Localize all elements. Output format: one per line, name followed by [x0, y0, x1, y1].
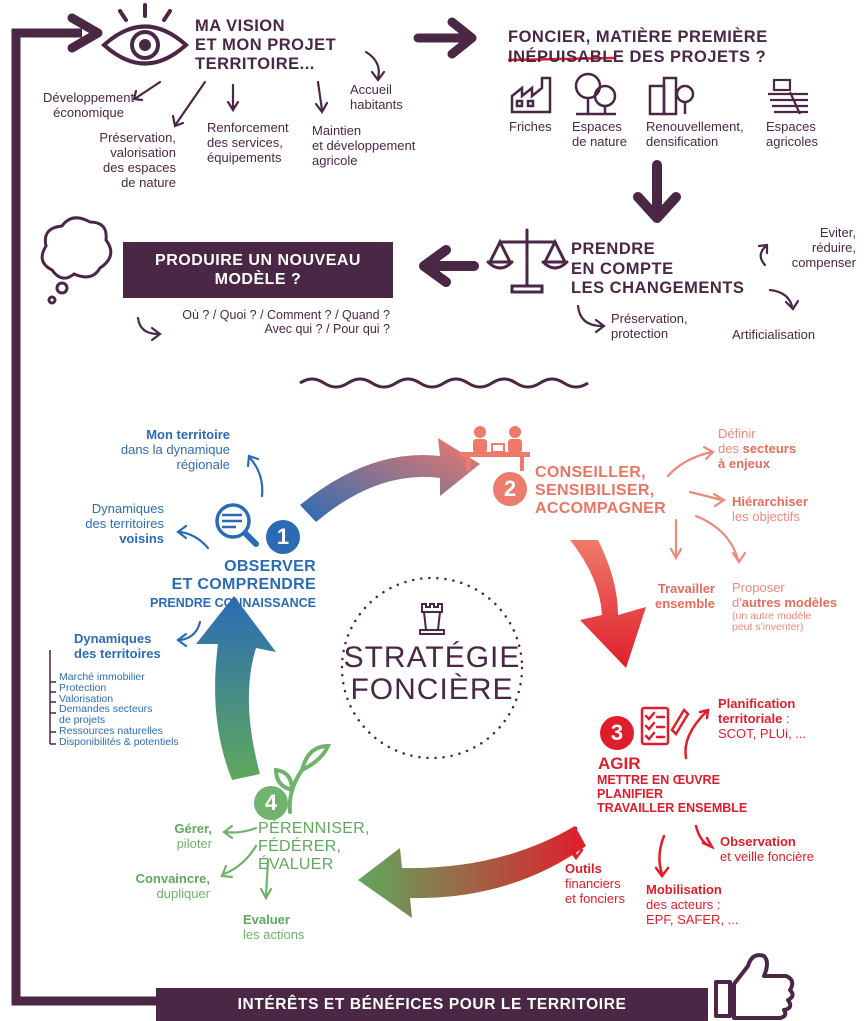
thought-question-icon: [40, 216, 113, 305]
sprout-icon: [273, 743, 332, 814]
vision-title-line: TERRITOIRE...: [195, 55, 315, 73]
cycle-arrow-2-3: [570, 540, 646, 668]
foncier-title-line: FONCIER, MATIÈRE PREMIÈRE: [508, 28, 768, 46]
foncier-title-end: DES PROJETS ?: [629, 48, 767, 66]
center-dotted-circle: [340, 576, 524, 760]
meeting-icon: [460, 426, 530, 471]
arrow-right-icon: [413, 17, 477, 59]
artificialisation-text: Artificialisation: [732, 327, 816, 342]
mobilisation: Mobilisation des acteurs :EPF, SAFER, ..…: [646, 882, 739, 927]
step3-arrows: [568, 708, 715, 879]
step2-number: 2: [493, 472, 527, 506]
vision-title-line: ET MON PROJET: [195, 36, 337, 54]
step4-number: 4: [254, 786, 288, 820]
vision-arrows: [132, 50, 386, 128]
planification: Planification territoriale : SCOT, PLUi,…: [718, 696, 807, 741]
step3-number: 3: [600, 716, 634, 750]
trees-icon: [574, 72, 617, 116]
step2-title: CONSEILLER,SENSIBILISER,ACCOMPAGNER: [535, 464, 667, 517]
checklist-icon: [640, 706, 690, 746]
strike-line: [507, 56, 615, 62]
step1-subtitle: PRENDRE CONNAISSANCE: [150, 596, 316, 610]
thumbs-up-icon: [714, 953, 795, 1020]
eviter-text: Eviter,réduire,compenser: [791, 225, 856, 270]
convaincre-dupliquer: Convaincre,dupliquer: [135, 871, 210, 901]
preservation-protection: Préservation,protection: [611, 311, 688, 341]
gerer-piloter: Gérer,piloter: [174, 821, 212, 851]
tower-icon: [419, 603, 445, 635]
cycle-arrow-3-4: [358, 826, 586, 918]
eye-icon: [101, 3, 189, 66]
definir-secteurs: Définir des secteurs à enjeux: [718, 426, 797, 471]
buildings-icon: [648, 76, 695, 116]
foncier-title: FONCIER, MATIÈRE PREMIÈRE INÉPUISABLE DE…: [508, 27, 768, 67]
scales-icon: [486, 228, 569, 294]
step3-title: AGIR: [598, 754, 641, 773]
proposer-modeles: Proposer d'autres modèles (un autre modè…: [732, 580, 838, 633]
bracket-list: [49, 650, 56, 745]
feedback-loop-arrow: [11, 13, 160, 1006]
cycle-arrow-4-1: [196, 596, 276, 780]
factory-icon: [510, 76, 552, 114]
step1-number: 1: [266, 520, 300, 554]
step2-arrows: [666, 445, 747, 564]
footer-banner: INTÉRÊTS ET BÉNÉFICES POUR LE TERRITOIRE: [156, 988, 708, 1021]
foncier-item-friches: Friches: [509, 119, 552, 134]
foncier-item-renouvellement: Renouvellement,densification: [646, 119, 744, 149]
arrow-left-icon: [419, 245, 479, 287]
step4-title: PÉRENNISER,FÉDÉRER,ÉVALUER: [258, 820, 370, 873]
produire-modele-box: PRODUIRE UN NOUVEAU MODÈLE ?: [123, 242, 393, 298]
magnifier-icon: [215, 503, 259, 547]
foncier-struck-word: INÉPUISABLE: [508, 48, 625, 66]
vision-title-line: MA VISION: [195, 17, 286, 35]
changes-arrows: [136, 243, 800, 342]
questions-text: Où ? / Quoi ? / Comment ? / Quand ?Avec …: [182, 308, 390, 337]
arrow-down-icon: [633, 160, 681, 223]
vision-title: MA VISION ET MON PROJET TERRITOIRE...: [195, 17, 336, 74]
cycle-arrow-1-2: [300, 438, 480, 522]
step4-arrows: [220, 824, 273, 901]
field-icon: [768, 78, 808, 115]
wavy-divider: [299, 377, 589, 389]
step1-arrows: [176, 454, 264, 648]
